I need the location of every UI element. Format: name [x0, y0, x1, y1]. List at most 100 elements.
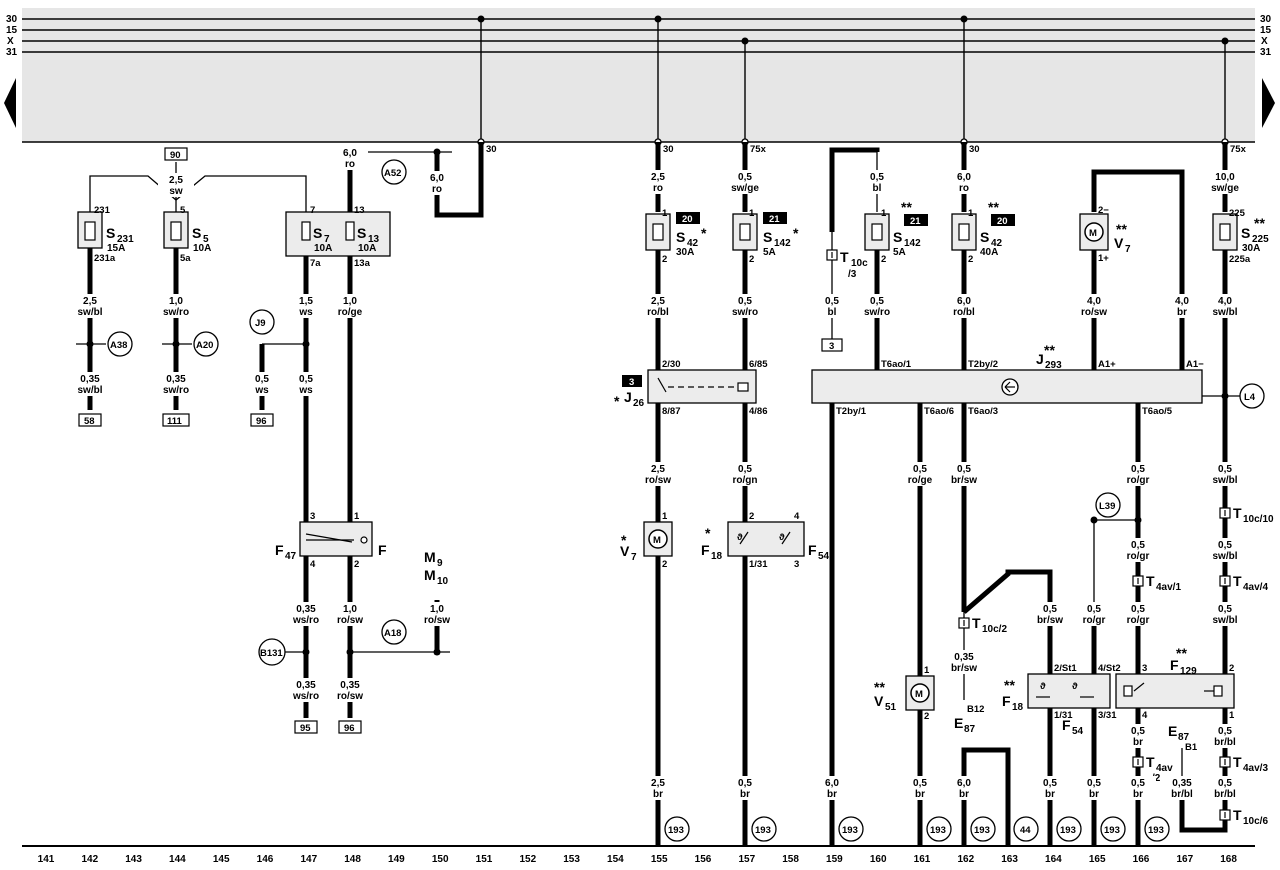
wire-size: 0,5	[1218, 540, 1232, 551]
wire-size: 2,5	[651, 464, 665, 475]
ref-a52[interactable]: A52	[381, 159, 407, 185]
terminal-label-168: 75x	[1230, 144, 1247, 155]
ground-193-155[interactable]: 193	[664, 816, 690, 842]
wire-size: 0,5	[1218, 726, 1232, 737]
svg-text:142: 142	[904, 238, 921, 249]
svg-text:1: 1	[662, 208, 668, 219]
svg-text:*: *	[793, 225, 799, 241]
box-ref-95[interactable]: 95	[294, 720, 318, 734]
lamp-labels-m9-m10: M 9 M 10	[424, 549, 449, 587]
wire-color: br/bl	[1214, 789, 1236, 800]
ref-a20[interactable]: A20	[193, 331, 219, 357]
ref-l39[interactable]: L39	[1095, 492, 1121, 518]
fuse-s42-b[interactable]: 1 2 ** 20 S 42 40A	[951, 199, 1015, 265]
box-ref-58[interactable]: 58	[78, 413, 102, 427]
wire-color: ro/gr	[1127, 615, 1150, 626]
fan-motor-v7[interactable]: M 1 2 * V 7	[620, 511, 673, 570]
svg-text:47: 47	[285, 551, 297, 562]
ground-193-166[interactable]: 193	[1144, 816, 1170, 842]
ground-193-161[interactable]: 193	[926, 816, 952, 842]
svg-text:ϑ: ϑ	[779, 532, 785, 543]
wire-label-w148d: 1,0ro/sw	[332, 602, 368, 626]
svg-text:F: F	[378, 542, 387, 558]
svg-text:26: 26	[633, 398, 645, 409]
control-unit-j293[interactable]: J 293 ** T6ao/1 T2by/2 A1+ A1− T2by/1 T6…	[811, 342, 1204, 417]
svg-text:1+: 1+	[1098, 253, 1109, 264]
svg-text:4av/3: 4av/3	[1243, 763, 1268, 774]
fuse-s231[interactable]: 231 231a S 231 15A	[77, 205, 134, 264]
fuse-s225[interactable]: 225 225a S 225 ** 30A	[1212, 208, 1269, 265]
wire-label-w166e: 0,5br	[1120, 724, 1156, 748]
svg-text:F: F	[1170, 657, 1179, 673]
svg-text:2: 2	[968, 254, 973, 265]
pressure-switch-f129[interactable]: 3 2 4 1 ** F 129	[1115, 645, 1235, 721]
column-number: 146	[257, 854, 274, 865]
ref-a38[interactable]: A38	[107, 331, 133, 357]
thermoswitch-f18-f54-a[interactable]: ϑ ϑ 2 4 1/31 3 * F 18 F 54	[701, 511, 830, 570]
svg-text:54: 54	[818, 551, 830, 562]
next-page-arrow-icon[interactable]	[1262, 78, 1275, 128]
ground-44[interactable]: 44	[1013, 816, 1039, 842]
ref-l4[interactable]: L4	[1239, 383, 1265, 409]
wire-label-w155a: 2,5ro/bl	[640, 294, 676, 318]
fuse-s5[interactable]: 5 5a S 5 10A	[163, 205, 211, 264]
box-ref-90[interactable]: 90	[164, 147, 188, 161]
wire-color: ro	[653, 183, 663, 194]
fan-motor-v7-top[interactable]: M 2− 1+ ** V 7	[1079, 205, 1131, 264]
box-ref-3[interactable]: 3	[821, 338, 843, 352]
column-number: 157	[738, 854, 755, 865]
svg-text:1: 1	[662, 511, 668, 522]
control-unit-e87-a: B12 E 87	[954, 704, 984, 735]
svg-text:*: *	[621, 532, 627, 548]
wire-size: 0,5	[913, 464, 927, 475]
box-ref-111[interactable]: 111	[162, 413, 190, 427]
wire-color: sw/ge	[1211, 183, 1239, 194]
prev-page-arrow-icon[interactable]	[4, 78, 16, 128]
svg-text:13: 13	[354, 205, 365, 216]
svg-text:1: 1	[881, 208, 887, 219]
ref-a18[interactable]: A18	[381, 619, 407, 645]
svg-text:4: 4	[310, 559, 316, 570]
wire-color: sw/ro	[732, 307, 758, 318]
column-number: 148	[344, 854, 361, 865]
svg-text:4av/4: 4av/4	[1243, 582, 1268, 593]
wire-color: ws/ro	[292, 615, 319, 626]
wire-label-w146b: 0,5ws	[244, 372, 280, 396]
column-number: 153	[563, 854, 580, 865]
svg-text:F: F	[275, 542, 284, 558]
ref-j9[interactable]: J9	[249, 309, 275, 335]
wire-size: 1,0	[430, 604, 444, 615]
thermoswitch-f18-f54-b[interactable]: ϑ ϑ 2/St1 4/St2 1/31 3/31 ** F 18 F 54	[1002, 663, 1121, 737]
pump-motor-v51[interactable]: M 1 2 ** V 51	[874, 665, 935, 722]
wire-color: br	[959, 789, 969, 800]
ground-193-159[interactable]: 193	[838, 816, 864, 842]
box-ref-96-a[interactable]: 96	[250, 413, 274, 427]
ground-193-164[interactable]: 193	[1056, 816, 1082, 842]
svg-text:ϑ: ϑ	[737, 532, 743, 543]
ground-193-162[interactable]: 193	[970, 816, 996, 842]
switch-f47[interactable]: 3 1 4 2 F 47 F	[275, 511, 387, 570]
wire-color: ro/gr	[1127, 475, 1150, 486]
svg-text:ϑ: ϑ	[1040, 681, 1046, 692]
wire-label-w150d: 1,0ro/sw	[419, 602, 455, 626]
box-ref-96-b[interactable]: 96	[338, 720, 362, 734]
fuse-s42-a[interactable]: 1 2 20 S 42 * 30A	[645, 208, 707, 265]
relay-j26[interactable]: 3 * J 26 2/30 6/85 8/87 4/86	[614, 359, 768, 417]
ground-193-157[interactable]: 193	[751, 816, 777, 842]
svg-text:10c/6: 10c/6	[1243, 816, 1268, 827]
fuse-s142-b[interactable]: 1 2 ** 21 S 142 5A	[864, 199, 928, 265]
svg-text:1: 1	[968, 208, 974, 219]
terminal-label-155: 30	[663, 144, 674, 155]
rail-label-30-right: 30	[1260, 14, 1272, 25]
svg-text:M: M	[424, 549, 436, 565]
fuse-s7-s13[interactable]: 7 7a S 7 10A 13 13a S 13 10A	[285, 205, 391, 269]
fuse-s142-a[interactable]: 1 2 21 S 142 * 5A	[732, 208, 799, 265]
wire-label-w155b: 2,5ro/sw	[640, 462, 676, 486]
wire-color: br	[1177, 307, 1187, 318]
ground-193-165[interactable]: 193	[1100, 816, 1126, 842]
svg-text:10A: 10A	[193, 243, 211, 254]
terminal-label-151: 30	[486, 144, 497, 155]
ref-b131[interactable]: B131	[258, 638, 286, 666]
